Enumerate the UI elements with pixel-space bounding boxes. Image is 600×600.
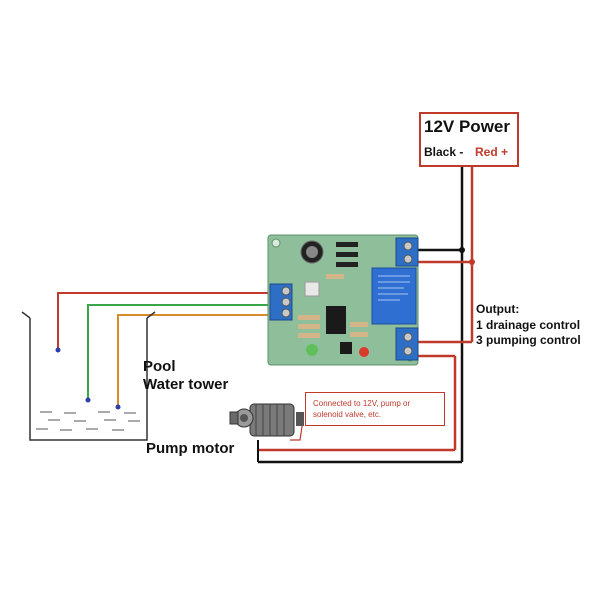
water-tower-label: Water tower [143,376,229,393]
output-terminal [395,327,419,361]
relay [371,267,417,325]
pump-motor-label: Pump motor [146,440,235,457]
probe-wires [55,292,268,410]
ic-chip [326,306,346,334]
note-pointer [290,419,304,441]
power-black-label: Black - [424,145,464,159]
power-red-label: Red + [475,145,509,159]
pool-label: Pool [143,358,176,375]
output-line-1: 1 drainage control [476,318,581,332]
connection-note-text: Connected to 12V, pump or solenoid valve… [313,399,411,419]
output-line-2: 3 pumping control [476,333,581,347]
power-supply-box [419,112,519,167]
power-wires [257,167,475,464]
water-tank [21,311,156,441]
output-title: Output: [476,302,520,316]
connection-note-box [305,392,445,426]
power-title: 12V Power [424,117,510,136]
pump-motor-drawing [229,403,304,437]
pcb-board [267,234,419,366]
